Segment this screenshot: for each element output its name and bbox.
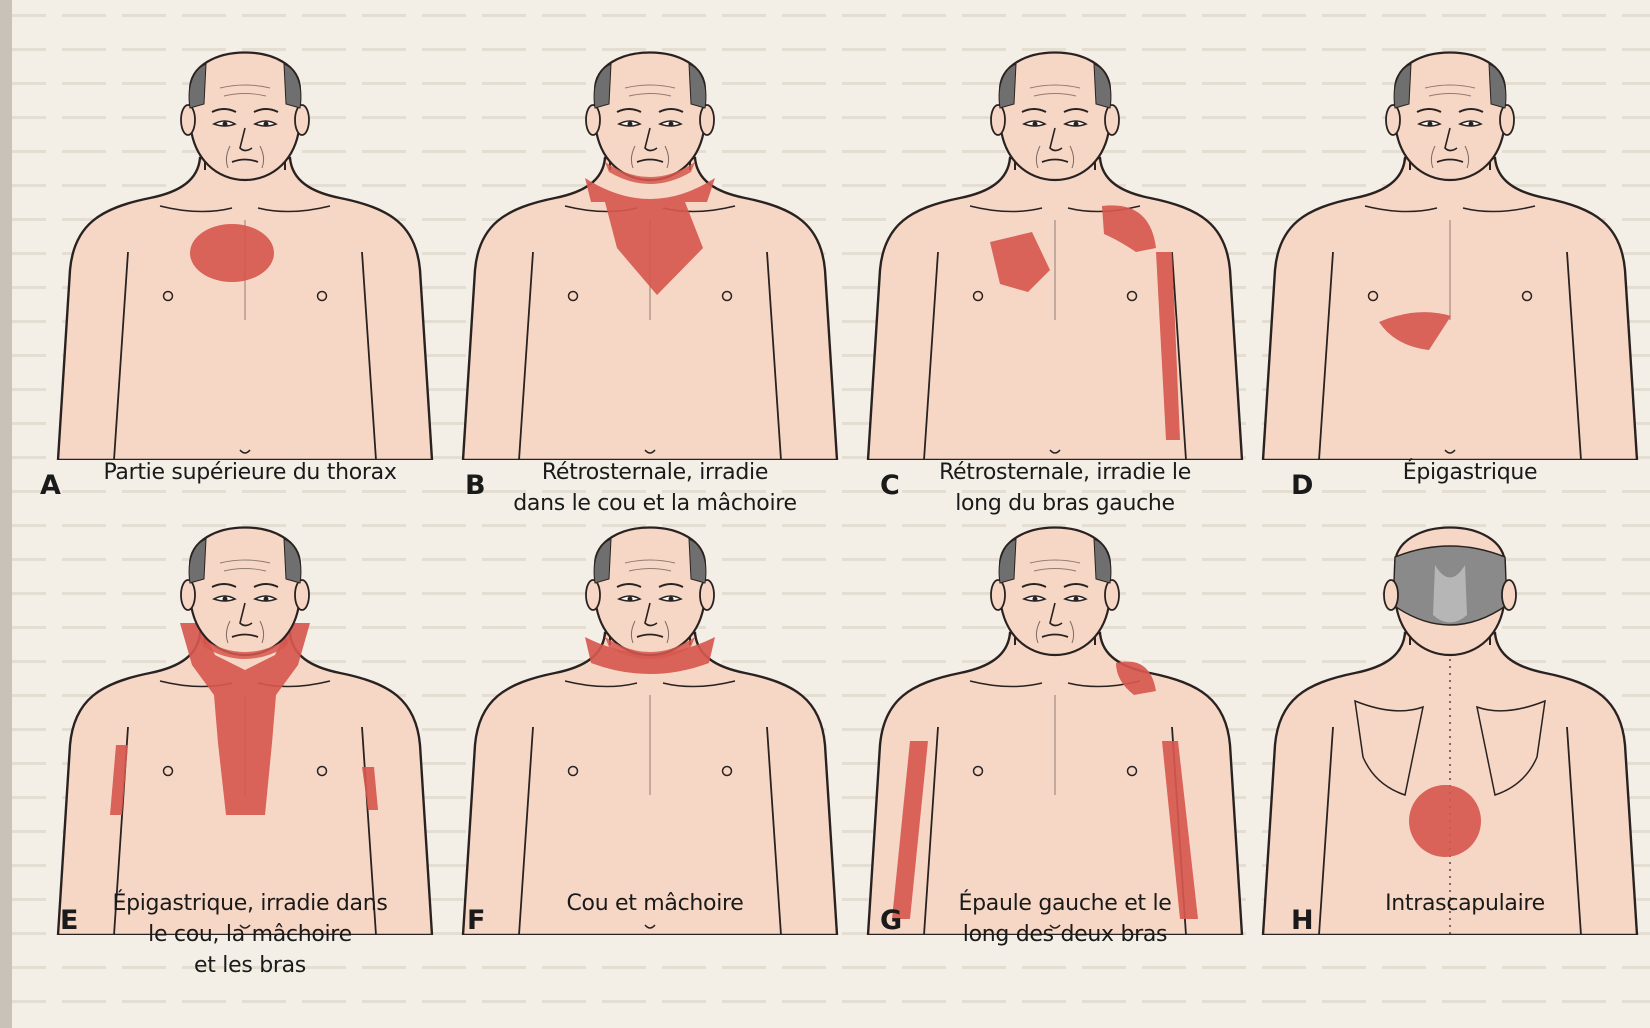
caption-line: Épigastrique, irradie dans (80, 888, 420, 919)
hair-right (284, 539, 301, 583)
caption-line: Rétrosternale, irradie le (905, 457, 1225, 488)
hair-right (689, 64, 706, 108)
hair-right (1094, 64, 1111, 108)
right-pupil (1074, 597, 1079, 602)
right-pupil (1469, 122, 1474, 127)
face (595, 53, 705, 181)
right-ear (295, 580, 309, 610)
panel-letter: H (1291, 905, 1314, 936)
caption-line: long des deux bras (905, 919, 1225, 950)
right-pupil (264, 597, 269, 602)
pain-area (190, 224, 274, 282)
caption-line: Cou et mâchoire (525, 888, 785, 919)
right-pupil (264, 122, 269, 127)
panel-caption: Épigastrique, irradie dans le cou, la mâ… (80, 888, 420, 981)
right-pupil (669, 597, 674, 602)
hair-right (1094, 539, 1111, 583)
panel-h: H Intrascapulaire (1245, 495, 1650, 995)
right-ear (295, 105, 309, 135)
caption-line: Partie supérieure du thorax (60, 457, 440, 488)
panel-caption: Cou et mâchoire (525, 888, 785, 919)
caption-line: Rétrosternale, irradie (485, 457, 825, 488)
left-pupil (1033, 122, 1038, 127)
left-ear (181, 580, 195, 610)
left-ear (586, 105, 600, 135)
left-pupil (1428, 122, 1433, 127)
figure-b (445, 20, 855, 460)
right-ear (700, 580, 714, 610)
panel-c: C Rétrosternale, irradie le long du bras… (850, 20, 1260, 520)
left-pupil (628, 597, 633, 602)
face (1000, 53, 1110, 181)
hair-left (1394, 64, 1411, 108)
left-ear (991, 105, 1005, 135)
panel-caption: Épaule gauche et le long des deux bras (905, 888, 1225, 950)
caption-line: Épigastrique (1345, 457, 1595, 488)
figure-h (1245, 495, 1650, 935)
face (190, 53, 300, 181)
right-ear (700, 105, 714, 135)
panel-caption: Épigastrique (1345, 457, 1595, 488)
left-pupil (223, 122, 228, 127)
right-pupil (669, 122, 674, 127)
right-ear (1105, 105, 1119, 135)
face (1395, 53, 1505, 181)
face (190, 528, 300, 656)
figure-d (1245, 20, 1650, 460)
panel-e: E Épigastrique, irradie dans le cou, la … (40, 495, 450, 995)
hair-left (594, 539, 611, 583)
caption-line: le cou, la mâchoire (80, 919, 420, 950)
hair-left (189, 539, 206, 583)
hair-right (284, 64, 301, 108)
panel-a: A Partie supérieure du thorax (40, 20, 450, 520)
right-ear (1500, 105, 1514, 135)
panel-letter: F (467, 905, 485, 936)
page-edge (0, 0, 12, 1028)
caption-line: Épaule gauche et le (905, 888, 1225, 919)
face (595, 528, 705, 656)
right-ear (1105, 580, 1119, 610)
hair-left (999, 539, 1016, 583)
hair-left (999, 64, 1016, 108)
hair-left (594, 64, 611, 108)
face (1000, 528, 1110, 656)
hair-right (689, 539, 706, 583)
left-pupil (1033, 597, 1038, 602)
panel-letter: E (60, 905, 78, 936)
figure-f (445, 495, 855, 935)
right-pupil (1074, 122, 1079, 127)
panel-d: D Épigastrique (1245, 20, 1650, 520)
panel-b: B Rétrosternale, irradie dans le cou et … (445, 20, 855, 520)
panel-f: F Cou et mâchoire (445, 495, 855, 995)
left-ear (181, 105, 195, 135)
figure-c (850, 20, 1260, 460)
left-ear (1384, 580, 1398, 610)
figure-a (40, 20, 450, 460)
pain-area (1409, 785, 1481, 857)
left-ear (991, 580, 1005, 610)
left-ear (1386, 105, 1400, 135)
hair-right (1489, 64, 1506, 108)
figure-e (40, 495, 450, 935)
left-pupil (223, 597, 228, 602)
left-pupil (628, 122, 633, 127)
caption-line: Intrascapulaire (1335, 888, 1595, 919)
figure-g (850, 495, 1260, 935)
panel-g: G Épaule gauche et le long des deux bras (850, 495, 1260, 995)
right-ear (1502, 580, 1516, 610)
hair-left (189, 64, 206, 108)
left-ear (586, 580, 600, 610)
panel-caption: Intrascapulaire (1335, 888, 1595, 919)
panel-letter: G (880, 905, 902, 936)
panel-caption: Partie supérieure du thorax (60, 457, 440, 488)
caption-line: et les bras (80, 950, 420, 981)
